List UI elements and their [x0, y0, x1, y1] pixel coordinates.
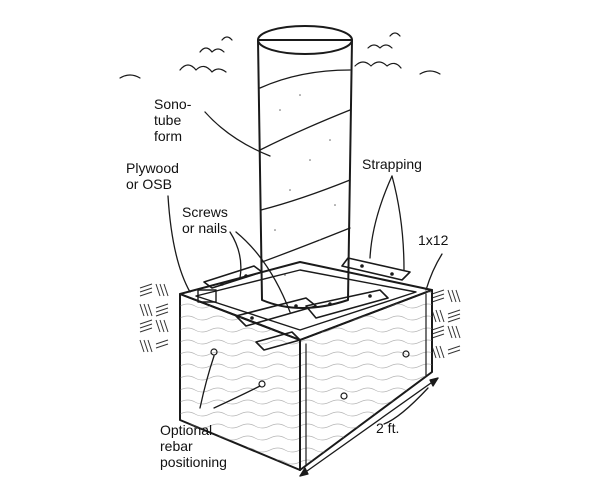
label-plywood-or-osb: Plywood or OSB — [126, 160, 179, 192]
label-sonotube-form: Sono- tube form — [154, 96, 192, 144]
strapping-boards — [197, 257, 411, 351]
leader-strapping-1 — [369, 175, 393, 259]
leader-plywood — [167, 195, 191, 293]
leader-rebar-1 — [199, 355, 215, 409]
label-dimension-2ft: 2 ft. — [376, 420, 400, 436]
ground-texture-top — [119, 32, 441, 79]
rebar-marks — [210, 348, 410, 400]
label-screws-or-nails: Screws or nails — [182, 204, 228, 236]
sonotube-form — [257, 25, 353, 309]
dimension-line — [299, 377, 439, 477]
leader-sonotube — [204, 111, 271, 157]
leader-strapping-2 — [391, 175, 405, 271]
ground-hatch-left — [139, 283, 169, 353]
leader-dim-1 — [383, 387, 429, 425]
leader-screws-1 — [229, 231, 242, 279]
leader-lines — [167, 111, 443, 425]
ground-hatch-right — [431, 289, 461, 359]
screw-marks — [220, 264, 394, 320]
leader-rebar-2 — [213, 385, 261, 409]
label-1x12: 1x12 — [418, 232, 449, 248]
leader-board — [425, 253, 443, 291]
leader-screws-2 — [235, 231, 291, 313]
label-optional-rebar-positioning: Optional rebar positioning — [160, 422, 227, 470]
label-strapping: Strapping — [362, 156, 422, 172]
